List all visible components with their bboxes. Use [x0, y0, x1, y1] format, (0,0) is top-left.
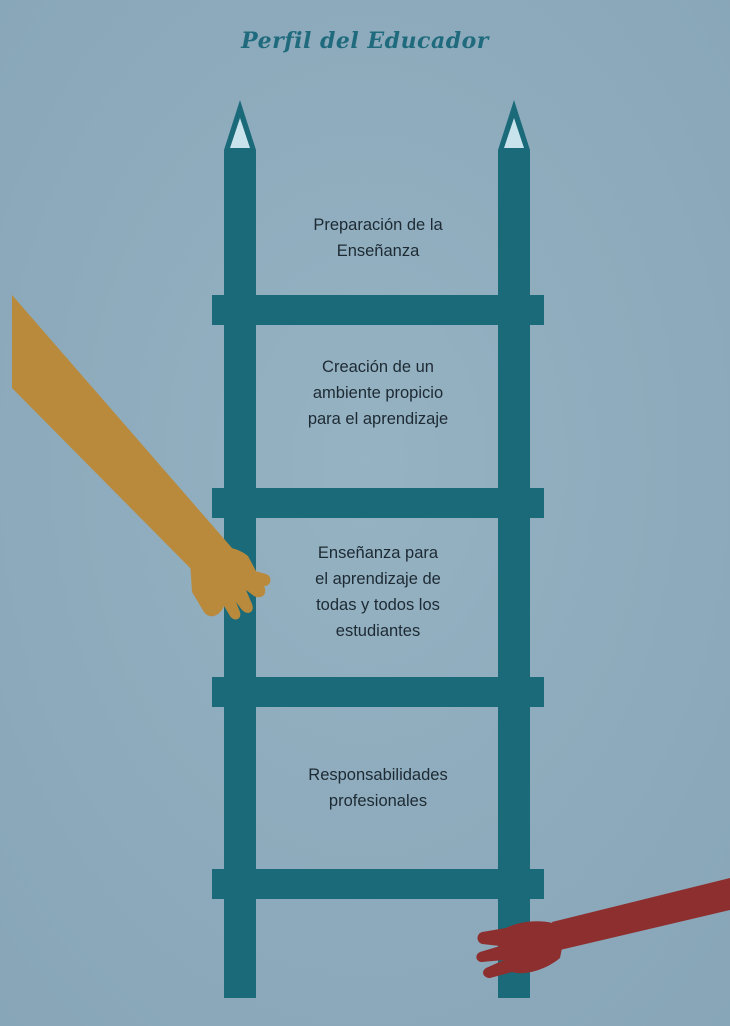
step-label-line: para el aprendizaje [307, 410, 449, 428]
step-label-line: Preparación de la [313, 216, 443, 234]
ladder-rung-2 [212, 488, 544, 518]
ladder-rung-1 [212, 295, 544, 325]
ladder-rung-4 [212, 869, 544, 899]
step-label-line: estudiantes [335, 622, 421, 640]
right-hand-icon [476, 878, 730, 978]
step-label-line: Creación de un [322, 358, 434, 376]
right-pencil-rail [498, 100, 530, 998]
step-label-line: el aprendizaje de [315, 570, 441, 588]
step-label-2: Creación de un ambiente propicio para el… [258, 354, 498, 432]
left-hand-icon [12, 295, 271, 620]
step-label-1: Preparación de la Enseñanza [258, 212, 498, 264]
step-label-line: Enseñanza [336, 242, 420, 260]
step-label-line: todas y todos los [316, 596, 440, 614]
step-label-3: Enseñanza para el aprendizaje de todas y… [258, 540, 498, 644]
step-label-line: ambiente propicio [312, 384, 444, 402]
step-label-line: profesionales [328, 792, 428, 810]
ladder-rung-3 [212, 677, 544, 707]
step-label-4: Responsabilidades profesionales [258, 762, 498, 814]
step-label-line: Enseñanza para [317, 544, 439, 562]
diagram-title: Perfil del Educador [241, 28, 489, 54]
step-label-line: Responsabilidades [308, 766, 448, 784]
